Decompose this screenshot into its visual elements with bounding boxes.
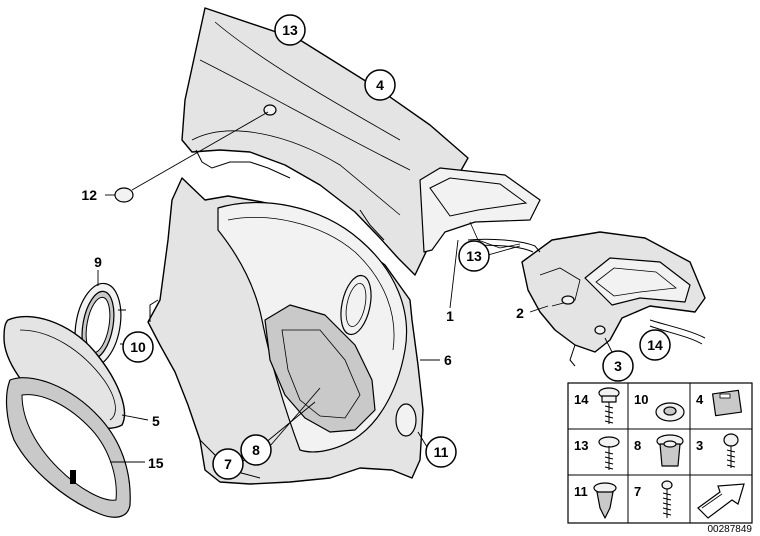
svg-text:13: 13 xyxy=(282,22,298,38)
svg-text:12: 12 xyxy=(81,187,97,203)
svg-text:4: 4 xyxy=(696,392,704,407)
legend-cell-14: 14 xyxy=(574,387,620,424)
svg-text:14: 14 xyxy=(647,337,663,353)
svg-text:11: 11 xyxy=(434,444,449,460)
svg-text:7: 7 xyxy=(224,456,232,472)
fastener-legend: 14 10 4 13 8 3 xyxy=(567,382,753,524)
legend-cell-8: 8 xyxy=(634,434,684,467)
upper-side-panel xyxy=(181,7,469,276)
svg-text:7: 7 xyxy=(634,484,641,499)
lower-side-panel xyxy=(147,177,424,485)
callout-6: 6 xyxy=(444,352,452,368)
svg-text:13: 13 xyxy=(574,438,588,453)
legend-cell-3: 3 xyxy=(696,433,739,468)
callout-15: 15 xyxy=(148,455,164,471)
callout-11: 11 xyxy=(425,436,457,468)
svg-text:1: 1 xyxy=(446,308,454,324)
callout-2: 2 xyxy=(516,305,524,321)
cover-part-2 xyxy=(521,231,706,367)
callout-14: 14 xyxy=(639,329,671,361)
svg-text:6: 6 xyxy=(444,352,452,368)
legend-cell-11: 11 xyxy=(574,482,617,519)
oval-frame-part-15 xyxy=(5,377,131,518)
callout-1: 1 xyxy=(446,308,454,324)
svg-text:15: 15 xyxy=(148,455,164,471)
svg-text:4: 4 xyxy=(376,77,384,93)
legend-cell-13: 13 xyxy=(574,436,620,470)
svg-text:3: 3 xyxy=(696,438,703,453)
callout-5: 5 xyxy=(152,413,160,429)
callout-9: 9 xyxy=(94,254,102,270)
callout-7: 7 xyxy=(212,448,244,480)
svg-text:10: 10 xyxy=(634,392,648,407)
svg-text:9: 9 xyxy=(94,254,102,270)
svg-text:14: 14 xyxy=(574,392,589,407)
legend-cell-10: 10 xyxy=(634,392,685,422)
svg-text:10: 10 xyxy=(130,339,146,355)
svg-text:3: 3 xyxy=(614,358,622,374)
callout-8: 8 xyxy=(240,434,272,466)
callout-13-mid: 13 xyxy=(458,240,490,272)
callout-13-top: 13 xyxy=(274,14,306,46)
callout-3: 3 xyxy=(602,350,634,382)
svg-text:13: 13 xyxy=(466,248,482,264)
legend-cell-4: 4 xyxy=(696,389,743,417)
callout-10: 10 xyxy=(122,331,154,363)
upper-panel-end-frame xyxy=(419,167,541,253)
callout-4: 4 xyxy=(364,69,396,101)
legend-cell-7: 7 xyxy=(634,480,673,518)
cable-14 xyxy=(649,319,706,345)
direction-arrow-icon xyxy=(697,483,745,519)
document-number: 00287849 xyxy=(708,524,753,535)
svg-text:11: 11 xyxy=(574,484,588,499)
svg-text:5: 5 xyxy=(152,413,160,429)
svg-text:8: 8 xyxy=(634,438,641,453)
svg-text:2: 2 xyxy=(516,305,524,321)
callout-12: 12 xyxy=(81,187,97,203)
svg-text:8: 8 xyxy=(252,442,260,458)
